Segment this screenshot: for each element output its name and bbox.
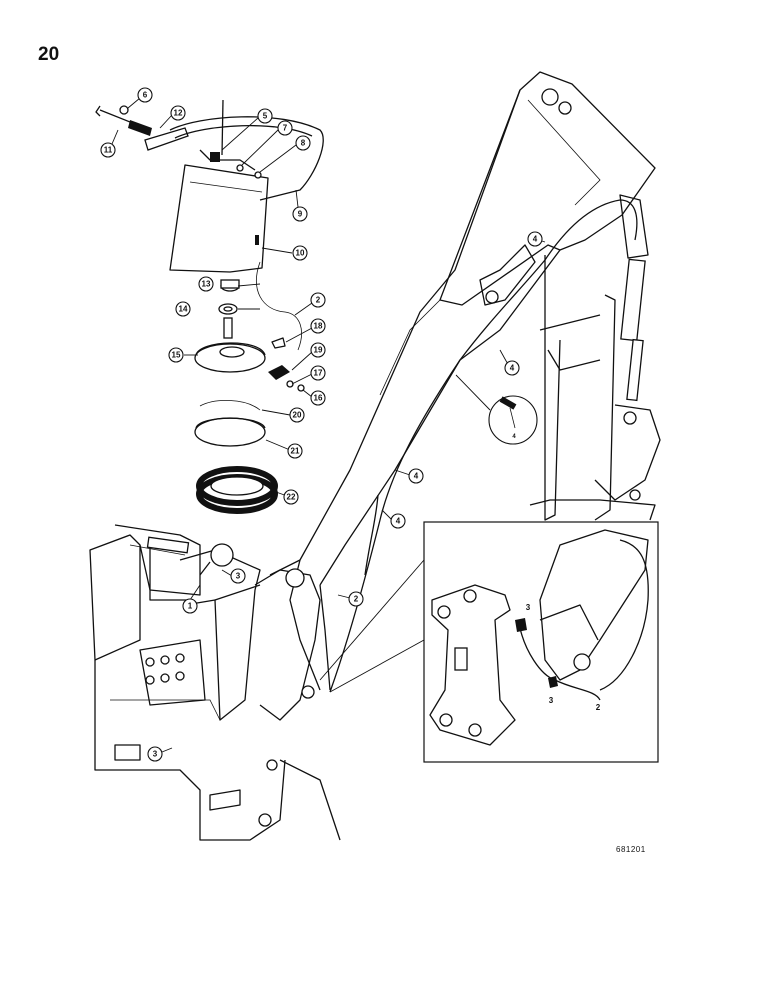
callout-label: 9 [298, 210, 303, 219]
callout-label: 13 [202, 280, 211, 289]
callout-label: 10 [296, 249, 305, 258]
callout-label: 2 [316, 296, 321, 305]
detail-inset: 3 3 2 [319, 521, 659, 763]
callout-label: 6 [143, 91, 148, 100]
callout-label: 3 [153, 750, 158, 759]
callout-group: 6 12 5 7 8 11 9 10 2 13 14 18 15 19 17 1… [100, 87, 546, 762]
inset-label: 2 [596, 703, 601, 712]
callout-label: 2 [354, 595, 359, 604]
callout-label: 3 [236, 572, 241, 581]
callout-label: 4 [396, 517, 401, 526]
callout-label: 8 [301, 139, 306, 148]
page-number: 20 [38, 44, 60, 65]
callout-label: 4 [510, 364, 515, 373]
callout-label: 19 [314, 346, 323, 355]
frame-assembly [89, 524, 341, 841]
boom-assembly [254, 71, 661, 721]
callout-label: 16 [314, 394, 323, 403]
callout-label: 5 [263, 112, 268, 121]
callout-label: 4 [414, 472, 419, 481]
beacon-exploded-parts [95, 99, 324, 514]
callout-label: 11 [104, 146, 113, 155]
callout-label: 15 [172, 351, 181, 360]
callout-label: 14 [179, 305, 188, 314]
callout-label: 17 [314, 369, 323, 378]
callout-label: 12 [174, 109, 183, 118]
wiring-harness [256, 199, 638, 693]
inset-label: 4 [512, 434, 516, 440]
inset-label: 3 [549, 696, 554, 705]
callout-label: 21 [291, 447, 300, 456]
callout-label: 20 [293, 411, 302, 420]
callout-label: 18 [314, 322, 323, 331]
inset-label: 3 [526, 603, 531, 612]
callout-marker [137, 87, 153, 103]
callout-label: 7 [283, 124, 288, 133]
callout-label: 1 [188, 602, 193, 611]
callout-label: 22 [287, 493, 296, 502]
callout-label: 4 [533, 235, 538, 244]
figure-code: 681201 [616, 845, 646, 854]
cable-tag-detail: 4 [455, 374, 538, 445]
